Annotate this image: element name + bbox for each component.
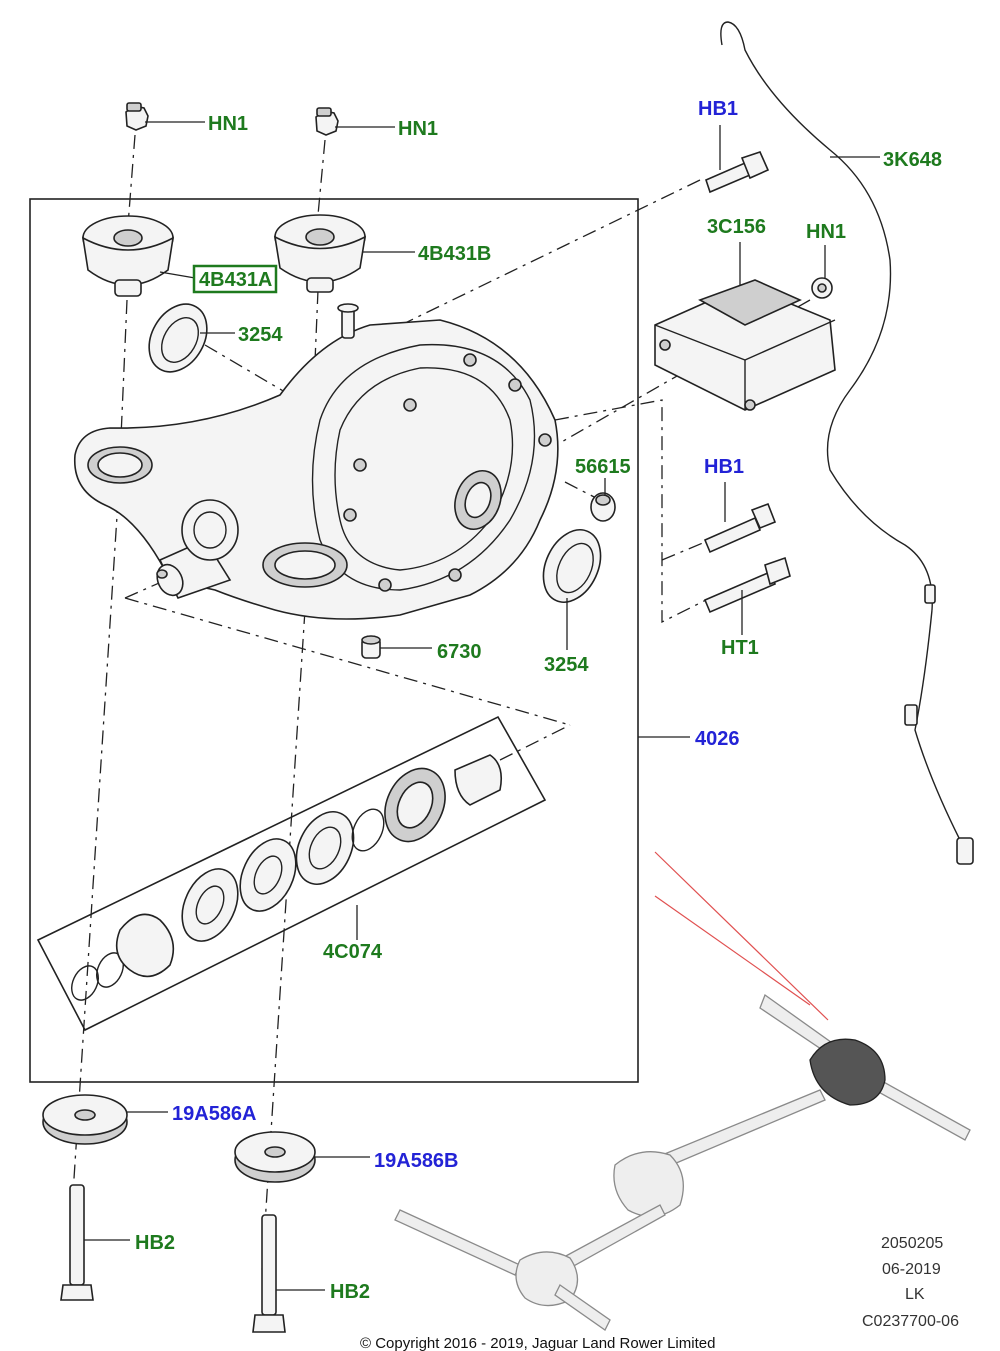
hb1-bolt-top <box>705 151 770 194</box>
label-hb1-mid: HB1 <box>704 456 744 478</box>
plug-6730 <box>361 635 381 659</box>
hn1-nut-mid <box>315 107 339 136</box>
label-4c074: 4C074 <box>323 941 383 963</box>
hn1-nut-left <box>125 102 149 131</box>
label-4b431b: 4B431B <box>418 243 491 265</box>
seal-3254-top <box>148 303 208 373</box>
plug-56615 <box>590 492 616 522</box>
assembly-frame <box>29 198 639 1083</box>
kit-4c074-box <box>36 715 547 1032</box>
footer-initials: LK <box>905 1286 925 1303</box>
label-hn1-right: HN1 <box>806 221 846 243</box>
bushing-4b431a <box>81 215 175 297</box>
copyright-text: © Copyright 2016 - 2019, Jaguar Land Row… <box>360 1335 715 1351</box>
hb1-bolt-mid <box>703 502 777 554</box>
leader-lines <box>84 121 880 1291</box>
washer-19a586b <box>234 1131 316 1183</box>
label-19a586a: 19A586A <box>172 1103 257 1125</box>
footer-date: 06-2019 <box>882 1261 941 1278</box>
footer-code: 2050205 <box>881 1235 943 1252</box>
hn1-nut-right <box>811 277 833 299</box>
label-3c156: 3C156 <box>707 216 766 238</box>
label-hn1-left: HN1 <box>208 113 248 135</box>
label-3254-top: 3254 <box>238 324 283 346</box>
label-3254-bottom: 3254 <box>544 654 589 676</box>
bushing-4b431b <box>273 214 367 293</box>
label-19a586b: 19A586B <box>374 1150 459 1172</box>
vehicle-drivetrain-illustration <box>394 993 971 1331</box>
label-4026: 4026 <box>695 728 740 750</box>
label-hb2-right: HB2 <box>330 1281 370 1303</box>
ht1-stud <box>703 556 791 614</box>
seal-3254-bottom <box>542 529 602 603</box>
sensor-cable-3k648 <box>720 21 974 865</box>
label-4b431a: 4B431A <box>199 269 272 291</box>
hb2-bolt-right <box>252 1214 286 1333</box>
module-3c156 <box>654 279 836 411</box>
washer-19a586a <box>42 1094 128 1145</box>
footer-ref: C0237700-06 <box>862 1313 959 1330</box>
differential-housing <box>73 303 559 620</box>
hb2-bolt-left <box>60 1184 94 1301</box>
label-6730: 6730 <box>437 641 482 663</box>
label-56615: 56615 <box>575 456 631 478</box>
highlight-box-4b431a <box>192 264 278 294</box>
label-hb2-left: HB2 <box>135 1232 175 1254</box>
label-3k648: 3K648 <box>883 149 942 171</box>
label-hn1-mid: HN1 <box>398 118 438 140</box>
label-hb1-top: HB1 <box>698 98 738 120</box>
red-pointer-lines <box>654 851 829 1021</box>
label-ht1: HT1 <box>721 637 759 659</box>
